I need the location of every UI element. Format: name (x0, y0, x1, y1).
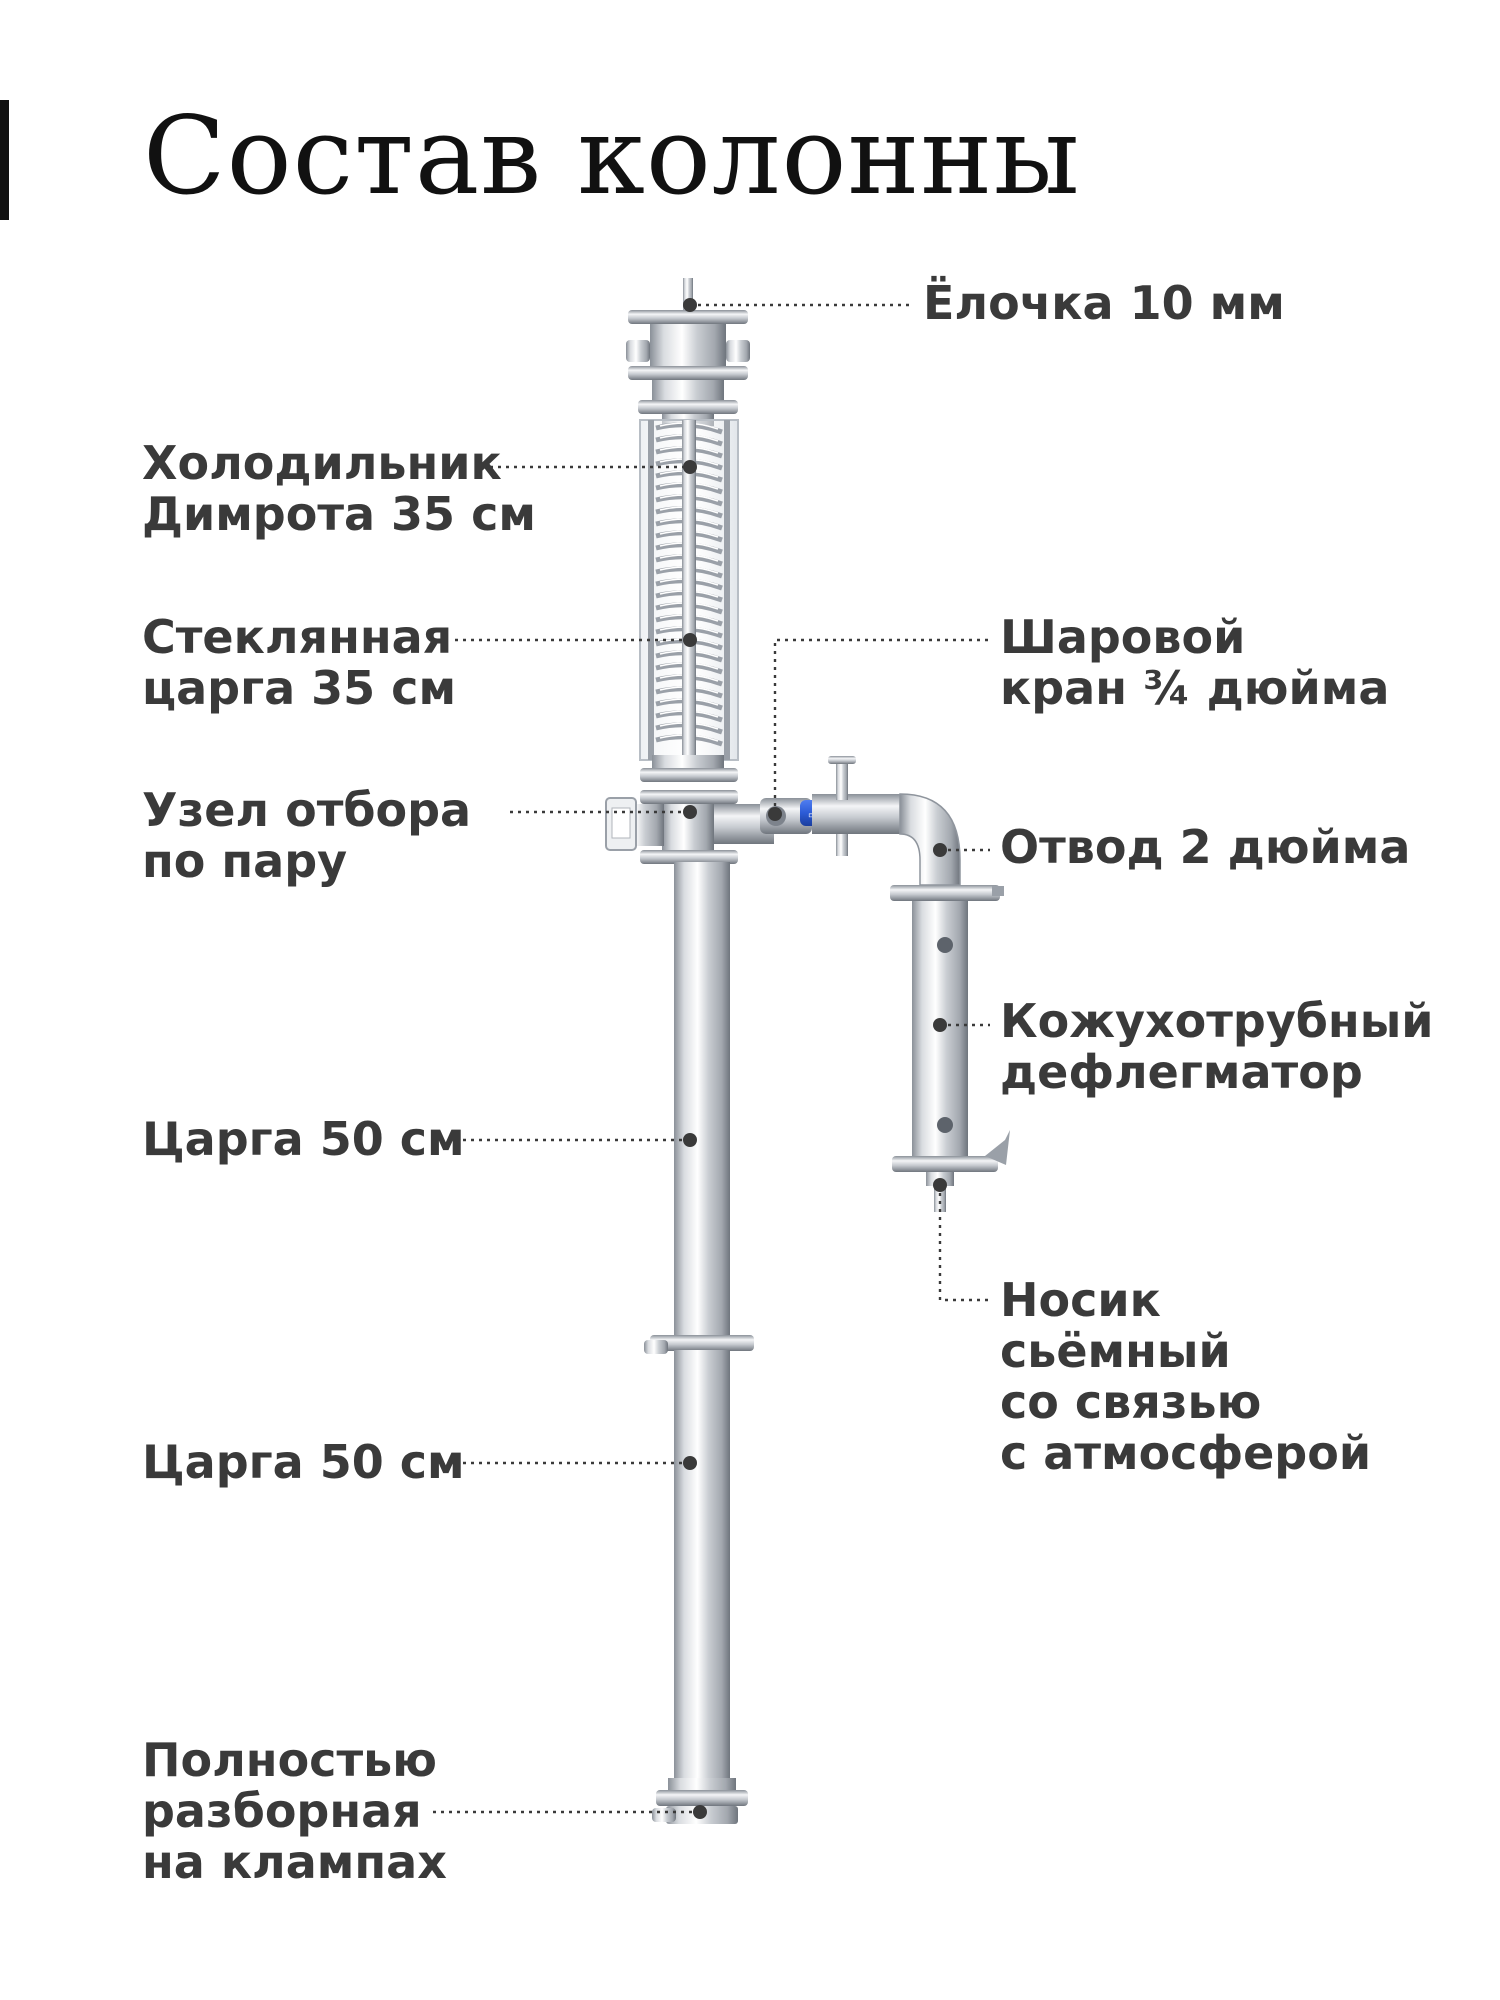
label-line: Ёлочка 10 мм (923, 276, 1285, 330)
clamp-handle (644, 1340, 668, 1354)
water-port-bottom (937, 1117, 953, 1133)
bottom-clamp (656, 1790, 748, 1806)
label-line: Носик (1000, 1273, 1161, 1327)
label-line: кран ¾ дюйма (1000, 661, 1390, 715)
label-line: разборная (142, 1784, 422, 1838)
middle-clamp (650, 1335, 754, 1351)
barb-fitting (683, 278, 693, 312)
label-line: на клампах (142, 1835, 447, 1889)
label-line: царга 35 см (142, 661, 457, 715)
dot-ball-valve (768, 807, 782, 821)
dot-spout (933, 1178, 947, 1192)
deph-lever (985, 1130, 1010, 1165)
page-title: Состав колонны (143, 94, 1081, 219)
label-dephlegmator: Кожухотрубный дефлегматор (1000, 996, 1434, 1098)
label-glass: Стеклянная царга 35 см (142, 612, 456, 714)
label-line: дефлегматор (1000, 1045, 1363, 1099)
deph-top-clamp (890, 885, 1000, 901)
label-line: Холодильник (142, 436, 502, 490)
leader-lines (433, 303, 990, 1814)
side-branch: ▭ 3" BALL VALVE (760, 756, 1010, 1212)
label-line: Царга 50 см (142, 1435, 465, 1489)
glass-rod-left (648, 420, 654, 760)
top-clamp (628, 310, 748, 324)
label-steam: Узел отбора по пару (142, 785, 471, 887)
label-spout: Носик сьёмный со связью с атмосферой (1000, 1275, 1371, 1479)
deph-bottom-clamp (892, 1156, 998, 1172)
label-line: Царга 50 см (142, 1112, 465, 1166)
label-line: Отвод 2 дюйма (1000, 820, 1411, 874)
accent-bar (0, 100, 9, 220)
thermometer-screen (611, 807, 631, 839)
collar (652, 380, 724, 400)
spout-tip (934, 1186, 946, 1212)
top-fitting-right (726, 340, 750, 362)
tsarga-tube-1 (674, 862, 730, 1337)
main-column (605, 278, 774, 1824)
label-line: Шаровой (1000, 610, 1246, 664)
dot-cooler (683, 460, 697, 474)
pipe-nipple-bottom (836, 834, 848, 856)
elbow-2-inch (899, 793, 961, 886)
label-line: Димрота 35 см (142, 487, 536, 541)
label-elbow: Отвод 2 дюйма (1000, 822, 1410, 873)
deph-clamp-handle (992, 886, 1004, 896)
leader-spout (938, 1185, 990, 1302)
label-line: по пару (142, 834, 348, 888)
dot-clamps (693, 1805, 707, 1819)
dot-tsarga1 (683, 1133, 697, 1147)
glass-rod-right (724, 420, 730, 760)
dot-yolochka (683, 298, 697, 312)
label-line: Полностью (142, 1733, 437, 1787)
label-line: сьёмный (1000, 1324, 1231, 1378)
label-yolochka: Ёлочка 10 мм (923, 278, 1285, 329)
dot-tsarga2 (683, 1456, 697, 1470)
node-clamp-top (640, 790, 738, 804)
label-line: с атмосферой (1000, 1426, 1372, 1480)
tsarga-tube-2 (674, 1350, 730, 1780)
label-line: Кожухотрубный (1000, 994, 1434, 1048)
glass-clamp-bottom (640, 768, 738, 782)
leader-dots (683, 298, 947, 1819)
pipe-nipple (836, 760, 848, 800)
dot-glass (683, 633, 697, 647)
label-line: со связью (1000, 1375, 1262, 1429)
label-line: Стеклянная (142, 610, 453, 664)
label-clamps: Полностью разборная на клампах (142, 1735, 447, 1888)
top-fitting-left (626, 340, 650, 362)
label-line: Узел отбора (142, 783, 472, 837)
dot-steam (683, 805, 697, 819)
dot-dephlegmator (933, 1018, 947, 1032)
horizontal-pipe (812, 794, 902, 834)
top-cap (650, 324, 726, 366)
node-clamp-bottom (640, 850, 738, 864)
bottom-clamp-handle (652, 1808, 676, 1822)
label-cooler: Холодильник Димрота 35 см (142, 438, 536, 540)
clamp-2 (628, 366, 748, 380)
label-tsarga2: Царга 50 см (142, 1437, 465, 1488)
coil-core (682, 420, 696, 760)
clamp-3 (638, 400, 738, 414)
leader-ball-valve (773, 638, 990, 814)
water-port-top (937, 937, 953, 953)
label-ball-valve: Шаровой кран ¾ дюйма (1000, 612, 1389, 714)
nipple-cap (828, 756, 856, 764)
glass-collar (652, 755, 724, 769)
bottom-collar (668, 1778, 736, 1790)
label-tsarga1: Царга 50 см (142, 1114, 465, 1165)
dot-elbow (933, 843, 947, 857)
